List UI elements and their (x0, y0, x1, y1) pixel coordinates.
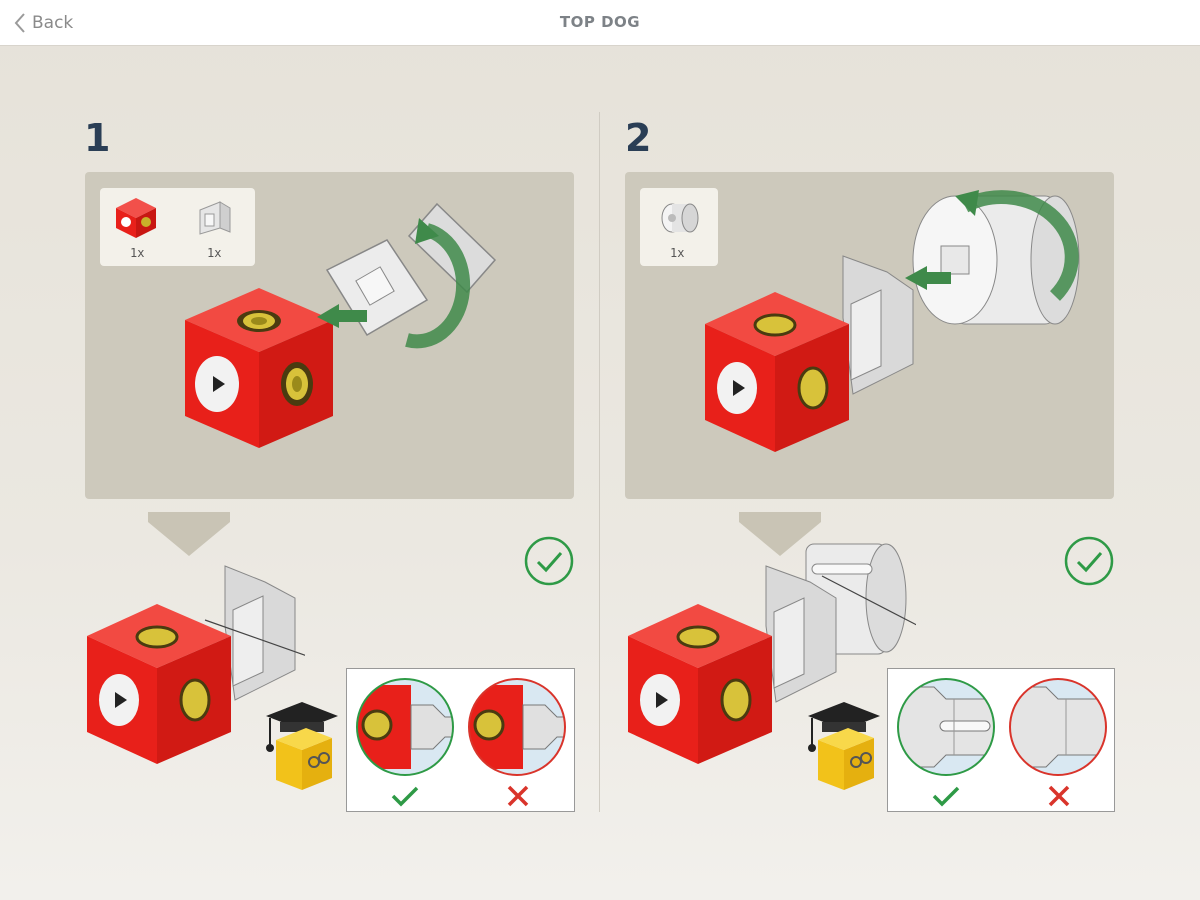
wrong-x-icon (1048, 785, 1070, 807)
step-1-comparison-box (346, 668, 575, 812)
check-circle-icon (523, 535, 575, 587)
gray-hinge-part-icon (194, 198, 234, 238)
step-2-comparison-box (887, 668, 1115, 812)
correct-check-icon (391, 785, 419, 807)
wrong-x-icon (507, 785, 529, 807)
down-arrow-icon (148, 512, 230, 556)
check-circle-icon (1063, 535, 1115, 587)
wheel-rotate-illustration (895, 186, 1095, 336)
hinge-rotate-illustration (317, 200, 507, 360)
step-2-assembly-panel: 1x (625, 172, 1114, 499)
wrong-orientation-detail (1006, 675, 1110, 779)
step-number-2: 2 (625, 116, 651, 160)
part-qty: 1x (207, 246, 221, 260)
cube-with-hinge (703, 252, 923, 472)
instructor-cube-icon (804, 700, 884, 792)
gray-wheel-part-icon (658, 198, 700, 238)
step-divider (599, 112, 600, 812)
red-speaker-cube (179, 284, 339, 454)
correct-check-icon (932, 785, 960, 807)
top-navigation-bar: Back TOP DOG (0, 0, 1200, 46)
step-1-assembly-panel: 1x 1x (85, 172, 574, 499)
red-speaker-cube-icon (114, 196, 158, 240)
page-title: TOP DOG (0, 13, 1200, 31)
correct-orientation-detail (353, 675, 457, 779)
part-qty: 1x (130, 246, 144, 260)
correct-orientation-detail (894, 675, 998, 779)
instructor-cube-icon (262, 700, 342, 792)
wrong-orientation-detail (465, 675, 569, 779)
step-1-parts-list: 1x 1x (100, 188, 255, 266)
step-number-1: 1 (84, 116, 110, 160)
part-qty: 1x (670, 246, 684, 260)
